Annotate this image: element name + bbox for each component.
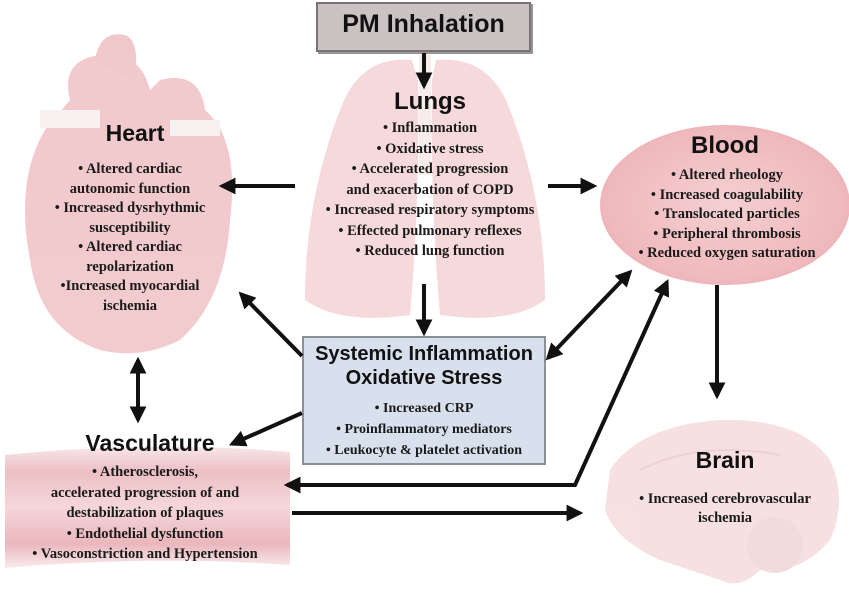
list-item: ischemia: [698, 510, 752, 526]
list-item: • Accelerated progression: [351, 161, 509, 177]
list-item: • Atherosclerosis,: [91, 464, 199, 480]
list-item: • Peripheral thrombosis: [653, 225, 801, 242]
brain-title: Brain: [695, 447, 755, 473]
list-item: autonomic function: [69, 180, 191, 197]
heart-illustration: [25, 34, 233, 354]
list-item: • Increased coagulability: [650, 186, 804, 203]
list-item: • Oxidative stress: [376, 140, 484, 157]
list-item: • Increased cerebrovascular: [639, 491, 811, 507]
vasculature-effects-list: • Atherosclerosis, accelerated progressi…: [0, 462, 290, 565]
list-item: • Altered rheology: [671, 167, 783, 183]
vessel-illustration: [5, 446, 290, 568]
list-item: repolarization: [86, 258, 174, 275]
list-item: • Endothelial dysfunction: [66, 525, 224, 542]
heart-title: Heart: [105, 120, 165, 146]
list-item: • Translocated particles: [654, 206, 800, 222]
list-item: • Effected pulmonary reflexes: [338, 222, 522, 239]
arrow-systemic-to-vasculature: [228, 411, 303, 447]
lungs-effects-list: • Inflammation • Oxidative stress • Acce…: [295, 118, 565, 262]
list-item: • Inflammation: [382, 120, 478, 136]
pm-inhalation-box: [316, 2, 531, 52]
list-item: susceptibility: [89, 219, 171, 236]
list-item: • Increased respiratory symptoms: [325, 202, 535, 218]
list-item: • Reduced oxygen saturation: [638, 245, 816, 261]
arrow-systemic-blood-bidirectional: [545, 269, 633, 361]
list-item: • Reduced lung function: [355, 243, 505, 259]
list-item: ischemia: [103, 297, 157, 314]
pm-inhalation-title: PM Inhalation: [342, 10, 505, 38]
blood-title: Blood: [691, 132, 759, 159]
list-item: • Increased dysrhythmic: [54, 200, 206, 216]
list-item: • Altered cardiac: [78, 161, 182, 177]
arrow-blood-vasculature-bidirectional: [283, 278, 670, 494]
heart-effects-list: • Altered cardiac autonomic function • I…: [20, 160, 240, 316]
list-item: • Altered cardiac: [78, 239, 182, 255]
brain-effects-list: • Increased cerebrovascular ischemia: [610, 490, 840, 528]
list-item: •Increased myocardial: [60, 278, 200, 294]
vasculature-title: Vasculature: [85, 430, 215, 456]
blood-effects-list: • Altered rheology • Increased coagulabi…: [612, 166, 842, 264]
list-item: destabilization of plaques: [66, 505, 224, 521]
blood-cell-illustration: [600, 125, 849, 285]
list-item: • Vasoconstriction and Hypertension: [32, 546, 258, 562]
list-item: and exacerbation of COPD: [346, 181, 514, 198]
list-item: accelerated progression of and: [50, 484, 240, 501]
lungs-illustration: [305, 55, 545, 318]
arrow-systemic-to-heart: [238, 291, 304, 358]
lungs-title: Lungs: [394, 88, 466, 115]
